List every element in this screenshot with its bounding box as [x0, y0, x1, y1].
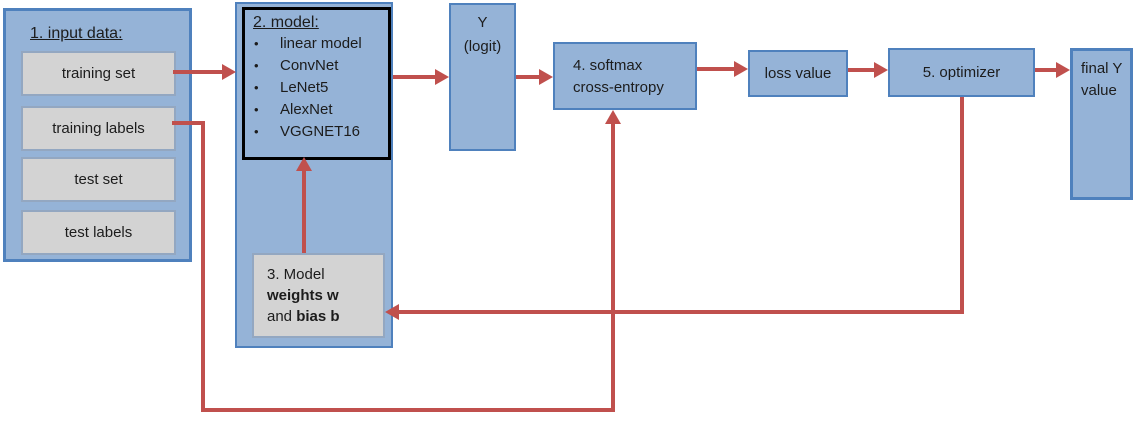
softmax-line-1: 4. softmax	[573, 57, 643, 74]
optimizer-box: 5. optimizer	[888, 48, 1035, 97]
arrowhead-icon	[222, 64, 236, 80]
arrowhead-icon	[1056, 62, 1070, 78]
training-labels-box: training labels	[21, 106, 176, 151]
arrow-weights-to-model	[302, 170, 306, 253]
model-option-linear: • linear model	[252, 35, 388, 57]
arrowhead-icon	[435, 69, 449, 85]
arrow-optimizer-feedback-vertical	[960, 97, 964, 314]
final-line-2: value	[1081, 82, 1117, 99]
model-option-label: AlexNet	[280, 101, 333, 118]
model-option-label: linear model	[280, 35, 362, 52]
training-set-box: training set	[21, 51, 176, 96]
test-labels-box: test labels	[21, 210, 176, 255]
model-option-lenet5: • LeNet5	[252, 79, 388, 101]
weights-line-1: 3. Model	[267, 266, 325, 283]
input-data-panel: 1. input data: training set training lab…	[3, 8, 192, 262]
logit-line-1: Y	[477, 14, 488, 31]
model-weights-box: 3. Model weights w and bias b	[252, 253, 385, 338]
final-line-1: final Y	[1081, 60, 1123, 77]
logit-line-2: (logit)	[463, 38, 502, 55]
weights-line-3: and bias b	[267, 308, 340, 325]
model-title: 2. model:	[253, 14, 319, 31]
model-option-label: VGGNET16	[280, 123, 361, 140]
model-option-convnet: • ConvNet	[252, 57, 388, 79]
model-option-vggnet16: • VGGNET16	[252, 123, 388, 145]
final-y-value-box: final Y value	[1070, 48, 1133, 200]
arrow-labels-loop-segment-3	[201, 408, 615, 412]
arrow-optimizer-to-final	[1035, 68, 1057, 72]
arrow-optimizer-feedback-horizontal	[398, 310, 964, 314]
arrow-labels-loop-segment-1	[172, 121, 205, 125]
arrow-logit-to-softmax	[516, 75, 540, 79]
arrow-labels-loop-segment-4	[611, 123, 615, 412]
model-option-label: ConvNet	[280, 57, 339, 74]
arrowhead-icon	[734, 61, 748, 77]
arrowhead-icon	[539, 69, 553, 85]
arrowhead-icon	[605, 110, 621, 124]
arrow-softmax-to-loss	[697, 67, 735, 71]
arrow-training-set-to-model	[173, 70, 223, 74]
softmax-box: 4. softmax cross-entropy	[553, 42, 697, 110]
bullet-icon: •	[254, 80, 259, 95]
arrow-model-to-logit	[393, 75, 436, 79]
y-logit-box: Y (logit)	[449, 3, 516, 151]
weights-line-2: weights w	[267, 287, 339, 304]
input-data-title: 1. input data:	[30, 25, 123, 42]
bullet-icon: •	[254, 36, 259, 51]
model-option-alexnet: • AlexNet	[252, 101, 388, 123]
arrowhead-icon	[874, 62, 888, 78]
arrowhead-icon	[385, 304, 399, 320]
bullet-icon: •	[254, 124, 259, 139]
arrowhead-icon	[296, 157, 312, 171]
bullet-icon: •	[254, 58, 259, 73]
model-option-label: LeNet5	[280, 79, 329, 96]
arrow-labels-loop-segment-2	[201, 121, 205, 412]
model-list-box: 2. model: • linear model • ConvNet • LeN…	[242, 7, 391, 160]
softmax-line-2: cross-entropy	[573, 79, 664, 96]
loss-value-box: loss value	[748, 50, 848, 97]
bullet-icon: •	[254, 102, 259, 117]
test-set-box: test set	[21, 157, 176, 202]
arrow-loss-to-optimizer	[848, 68, 875, 72]
